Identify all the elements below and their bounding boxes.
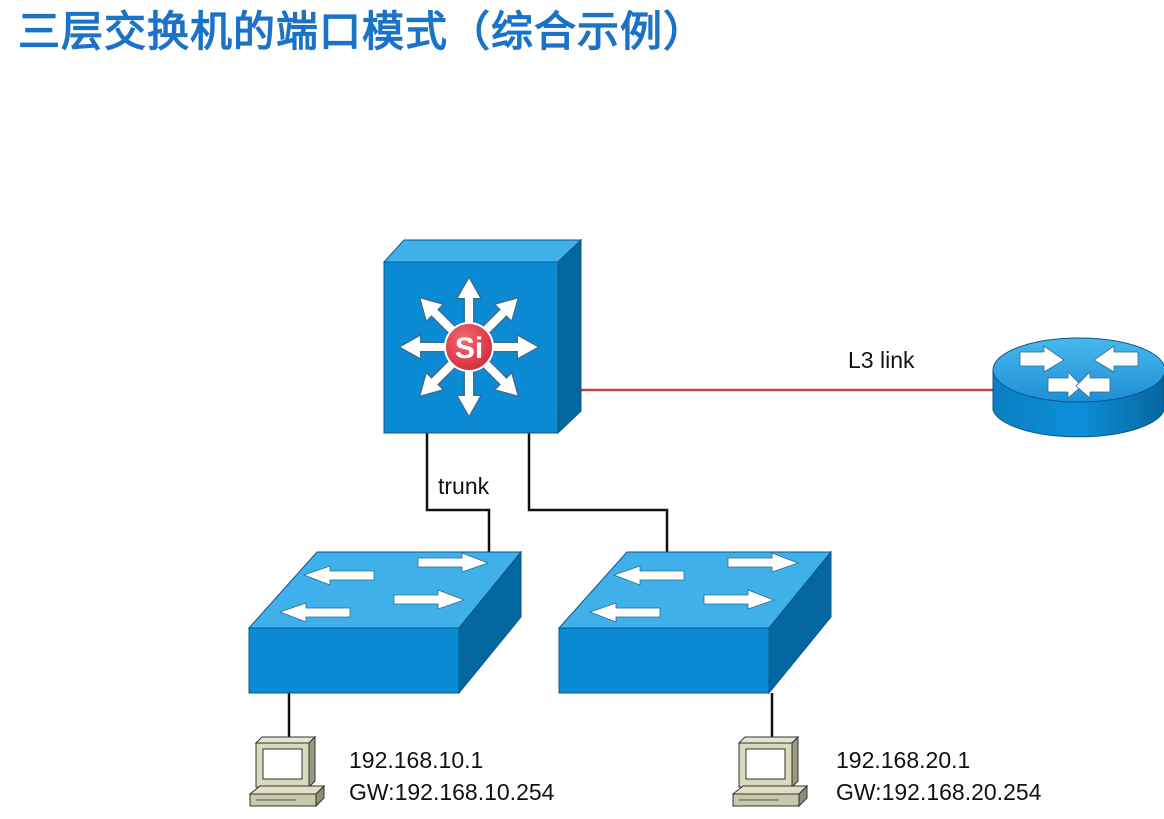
si-badge-label: Si (455, 332, 483, 365)
pc-right-icon[interactable] (731, 735, 809, 808)
pc-left-icon[interactable] (248, 735, 326, 808)
pc-right-gateway: GW:192.168.20.254 (836, 779, 1042, 805)
pc-left-gateway: GW:192.168.10.254 (349, 779, 555, 805)
l3-link-label: L3 link (848, 347, 915, 373)
access-switch-left-icon[interactable] (247, 550, 523, 695)
uplink-right-line (527, 432, 669, 552)
pc-left-ip: 192.168.10.1 (349, 747, 484, 773)
trunk-link-line (425, 432, 491, 552)
trunk-label: trunk (438, 473, 490, 499)
router-icon[interactable] (992, 337, 1164, 438)
page-title: 三层交换机的端口模式（综合示例） (18, 7, 707, 56)
links (287, 388, 995, 740)
si-badge (444, 322, 494, 372)
layer3-switch-icon[interactable]: Si (382, 238, 583, 435)
access-switch-right-icon[interactable] (557, 550, 833, 695)
pc-right-ip: 192.168.20.1 (836, 747, 971, 773)
